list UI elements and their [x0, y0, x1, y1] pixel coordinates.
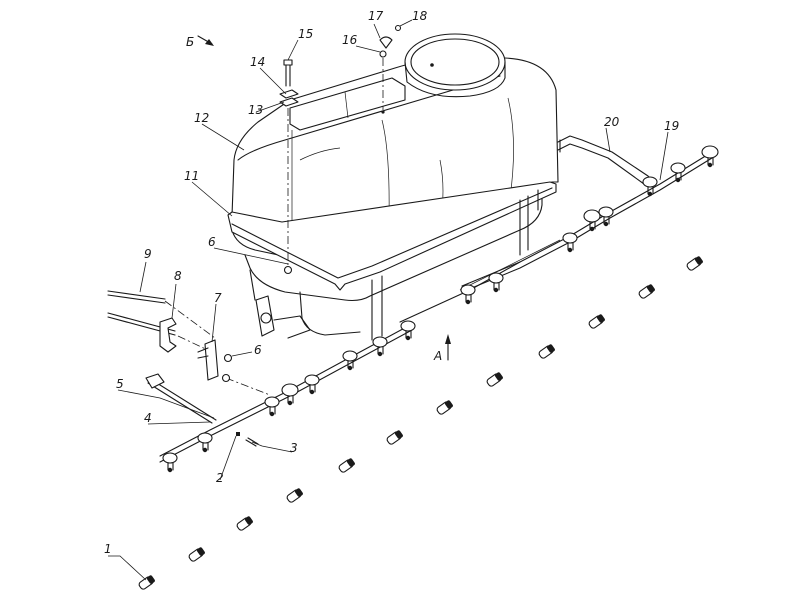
callout-4: 4: [144, 411, 152, 425]
callout-7: 7: [214, 291, 222, 305]
callout-6-upper: 6: [208, 235, 216, 249]
callout-1: 1: [104, 542, 112, 556]
view-label-b: Б: [186, 35, 194, 49]
callout-2: 2: [216, 471, 224, 485]
callout-19: 19: [664, 119, 679, 133]
boom-nozzles: [162, 145, 719, 473]
callout-14: 14: [250, 55, 265, 69]
callout-16: 16: [342, 33, 358, 47]
callout-20: 20: [604, 115, 620, 129]
view-label-a: А: [433, 349, 442, 363]
callout-11: 11: [184, 169, 199, 183]
callout-9: 9: [144, 247, 152, 261]
callout-3: 3: [290, 441, 298, 455]
callout-13: 13: [248, 103, 263, 117]
callout-12: 12: [194, 111, 209, 125]
tank: [231, 33, 559, 336]
callout-18: 18: [412, 9, 428, 23]
leader-lines: [108, 19, 669, 581]
callout-8: 8: [174, 269, 182, 283]
callout-5: 5: [116, 377, 124, 391]
nozzle-row: [138, 256, 703, 590]
callout-6-lower: 6: [254, 343, 262, 357]
callout-17: 17: [368, 9, 384, 23]
fasteners: [107, 24, 451, 447]
callout-15: 15: [298, 27, 313, 41]
callout-labels: 1 2 3 4 5 6 7 8 9 6 11 12 13 14 15 16 17…: [104, 9, 679, 556]
